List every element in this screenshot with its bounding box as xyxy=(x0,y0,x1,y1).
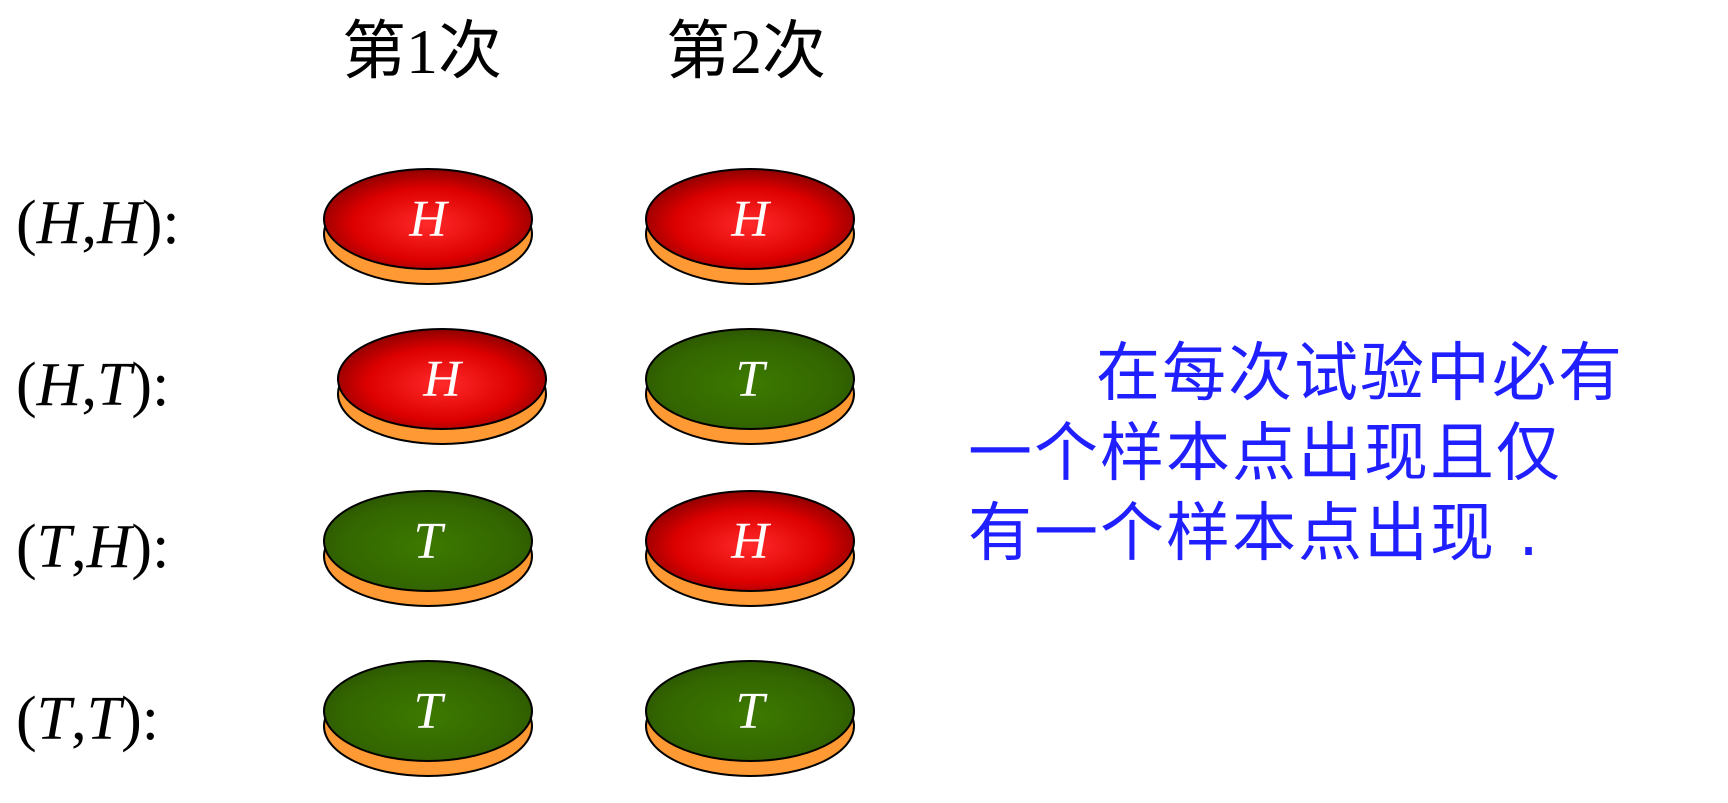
heads-coin: H xyxy=(640,162,860,292)
coin-graphic xyxy=(323,490,533,607)
coin-top xyxy=(323,490,533,592)
coin-face-tails: T xyxy=(735,351,765,408)
row-label-hh: (H,H): xyxy=(16,189,180,257)
coin-top xyxy=(645,168,855,270)
coin-graphic xyxy=(323,168,533,285)
trial1-header: 第1次 xyxy=(342,16,502,87)
coin-face-tails: T xyxy=(413,683,443,740)
coin-top xyxy=(645,490,855,592)
coin-face-heads: H xyxy=(731,513,769,570)
heads-coin: H xyxy=(318,162,538,292)
note-line-1: 在每次试验中必有 xyxy=(1096,337,1624,411)
coin-face-heads: H xyxy=(423,351,461,408)
heads-coin: H xyxy=(640,484,860,614)
row-label-th: (T,H): xyxy=(16,513,170,581)
coin-face-heads: H xyxy=(731,191,769,248)
tails-coin: T xyxy=(640,322,860,452)
coin-top xyxy=(645,328,855,430)
coin-graphic xyxy=(645,328,855,445)
coin-graphic xyxy=(645,168,855,285)
coin-top xyxy=(323,168,533,270)
heads-coin: H xyxy=(332,322,552,452)
coin-face-tails: T xyxy=(413,513,443,570)
coin-top xyxy=(645,660,855,762)
tails-coin: T xyxy=(318,484,538,614)
row-label-ht: (H,T): xyxy=(16,351,170,419)
note-line-3: 有一个样本点出现 . xyxy=(968,497,1541,571)
coin-graphic xyxy=(337,328,547,445)
tails-coin: T xyxy=(640,654,860,784)
coin-graphic xyxy=(645,660,855,777)
coin-face-heads: H xyxy=(409,191,447,248)
explanation-note: 在每次试验中必有 一个样本点出现且仅 有一个样本点出现 . xyxy=(968,334,1708,574)
trial2-header: 第2次 xyxy=(666,16,826,87)
coin-face-tails: T xyxy=(735,683,765,740)
coin-graphic xyxy=(323,660,533,777)
tails-coin: T xyxy=(318,654,538,784)
coin-graphic xyxy=(645,490,855,607)
note-line-2: 一个样本点出现且仅 xyxy=(968,417,1562,491)
coin-top xyxy=(337,328,547,430)
coin-top xyxy=(323,660,533,762)
row-label-tt: (T,T): xyxy=(16,685,159,753)
